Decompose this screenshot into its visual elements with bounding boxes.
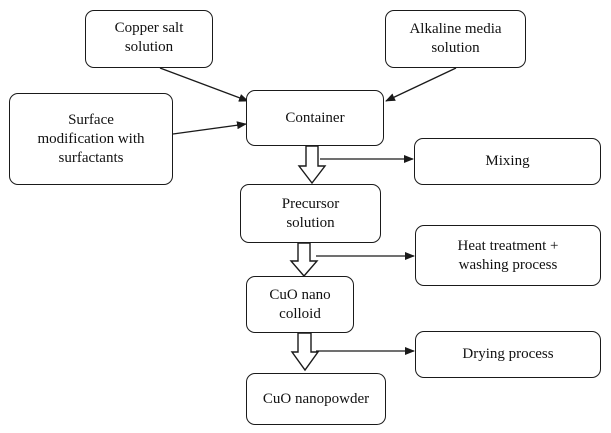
surface-modification-box: Surface modification with surfactants xyxy=(9,93,173,185)
block-arrow-precursor-to-colloid xyxy=(289,242,319,278)
arrow-copper-to-container xyxy=(159,67,249,102)
container-box: Container xyxy=(246,90,384,146)
precursor-solution-box: Precursor solution xyxy=(240,184,381,243)
cuo-nanopowder-box: CuO nanopowder xyxy=(246,373,386,425)
copper-salt-solution-box: Copper salt solution xyxy=(85,10,213,68)
block-arrow-container-to-precursor xyxy=(297,145,327,185)
block-arrow-colloid-to-nanopowder xyxy=(290,332,320,372)
mixing-box: Mixing xyxy=(414,138,601,185)
heat-treatment-box: Heat treatment + washing process xyxy=(415,225,601,286)
arrow-alkaline-to-container xyxy=(385,67,457,102)
drying-process-box: Drying process xyxy=(415,331,601,378)
cuo-nano-colloid-box: CuO nano colloid xyxy=(246,276,354,333)
alkaline-media-solution-box: Alkaline media solution xyxy=(385,10,526,68)
arrow-surface-to-container xyxy=(172,121,247,135)
